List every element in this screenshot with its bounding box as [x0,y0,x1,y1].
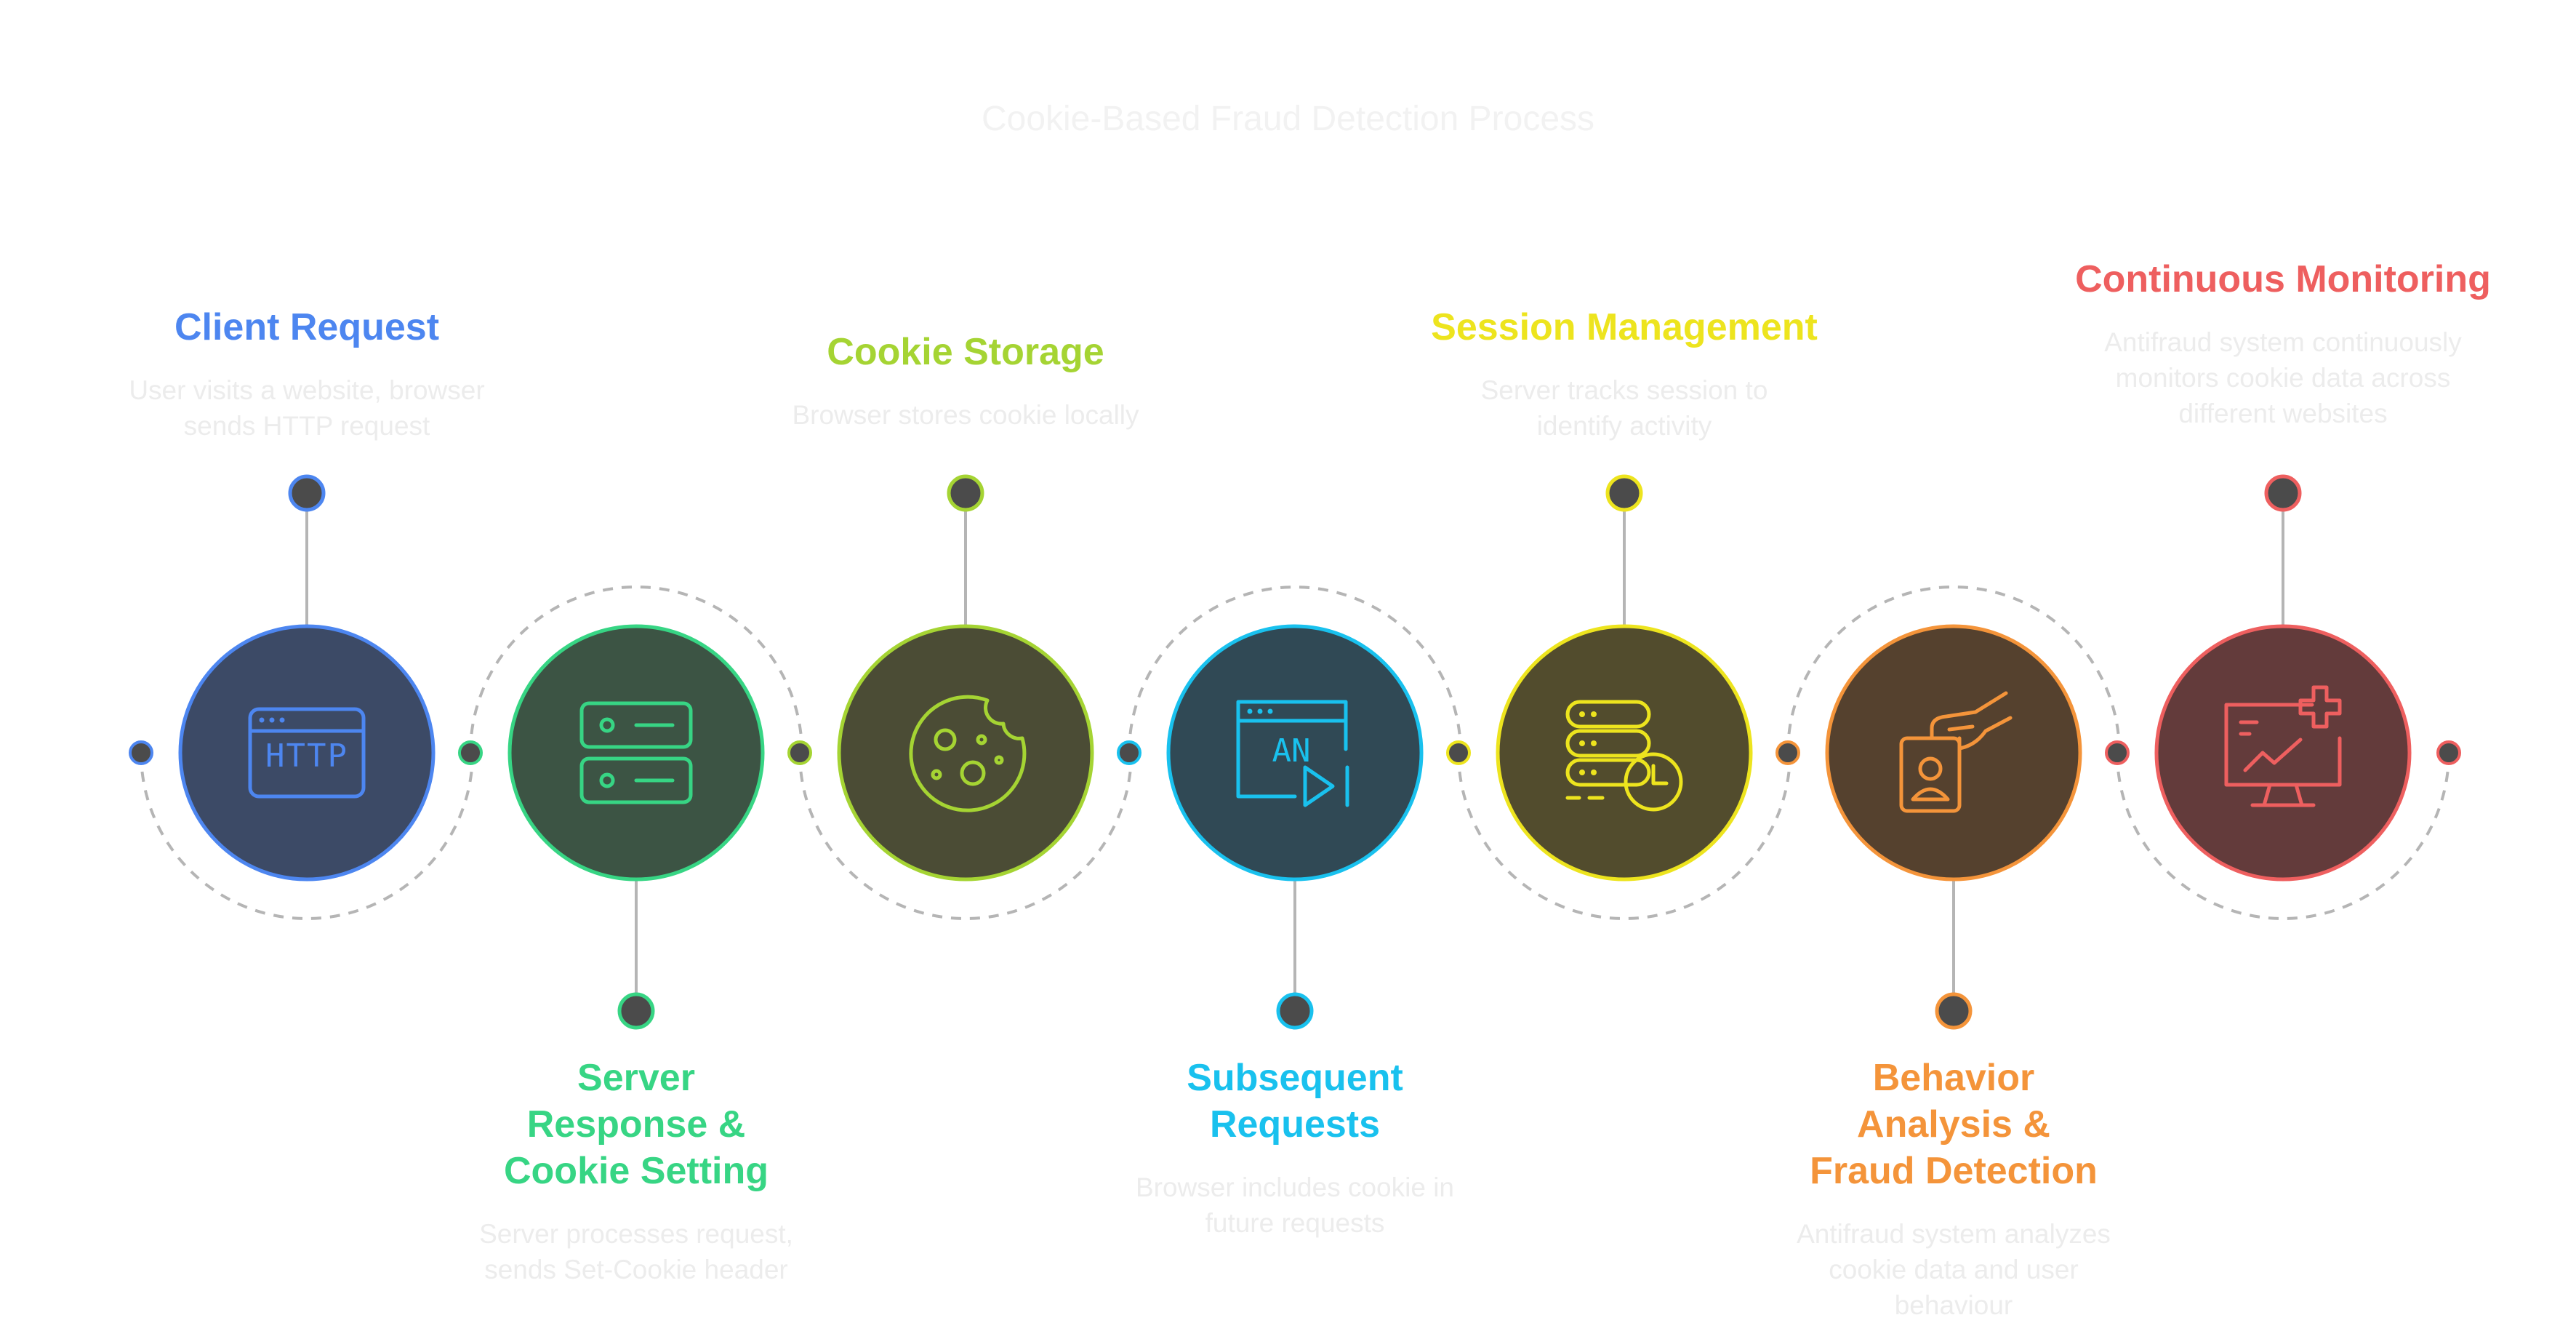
translate-play-icon: AN [1236,700,1349,807]
step-circle [178,624,436,882]
label-dot [947,474,984,512]
monitor-health-icon [2224,685,2342,807]
dashed-arc [2116,752,2450,920]
process-step: HTTP [129,474,474,920]
junction-dot [1775,740,1800,765]
step-title: Behavior Analysis & Fraud Detection [1810,1057,2098,1192]
svg-text:AN: AN [1272,732,1311,770]
dashed-arc [1128,585,1462,754]
step-description: Browser includes cookie in future reques… [1135,1172,1455,1238]
step-description: Browser stores cookie locally [792,400,1139,430]
dashed-arc [140,752,474,920]
junction-dot [1446,740,1471,765]
process-step [2105,474,2461,920]
junction-dot [129,740,153,765]
dashed-arc [1457,752,1791,920]
id-card-hand-icon [1899,691,2013,813]
database-clock-icon [1565,700,1683,812]
step-circle [1166,624,1424,882]
dashed-arc [1786,585,2121,754]
step-title: Subsequent Requests [1187,1057,1403,1146]
step-circle [1496,624,1753,882]
dashed-arc [798,752,1133,920]
label-dot [1605,474,1643,512]
step-title: Server Response & Cookie Setting [503,1057,769,1192]
step-circle [507,624,765,882]
browser-http-icon: HTTP [248,707,366,799]
step-circle [1825,624,2082,882]
junction-dot [1117,740,1141,765]
dashed-arc [469,585,803,754]
junction-dot [787,740,812,765]
step-description: Server processes request, sends Set-Cook… [479,1219,793,1284]
server-icon [579,701,693,804]
step-description: User visits a website, browser sends HTT… [129,375,485,441]
process-step [458,585,803,1030]
label-dot [288,474,326,512]
page-title: Cookie-Based Fraud Detection Process [981,100,1595,138]
svg-text:HTTP: HTTP [265,738,348,775]
step-description: Antifraud system analyzes cookie data an… [1797,1219,2111,1320]
label-dot [2264,474,2302,512]
junction-dot [458,740,483,765]
process-step: AN [1117,585,1462,1030]
junction-dot [2436,740,2461,765]
label-dot [617,992,655,1030]
process-step [1446,474,1791,920]
process-step [1775,585,2121,1030]
junction-dot [2105,740,2130,765]
step-title: Client Request [174,306,440,348]
label-dot [1935,992,1973,1030]
label-dot [1276,992,1314,1030]
process-step [787,474,1133,920]
step-description: Antifraud system continuously monitors c… [2104,327,2462,428]
cookie-icon [909,695,1027,812]
step-title: Continuous Monitoring [2075,258,2491,300]
step-title: Session Management [1431,306,1818,348]
step-circle [837,624,1094,882]
step-description: Server tracks session to identify activi… [1480,375,1768,441]
step-title: Cookie Storage [827,331,1104,373]
